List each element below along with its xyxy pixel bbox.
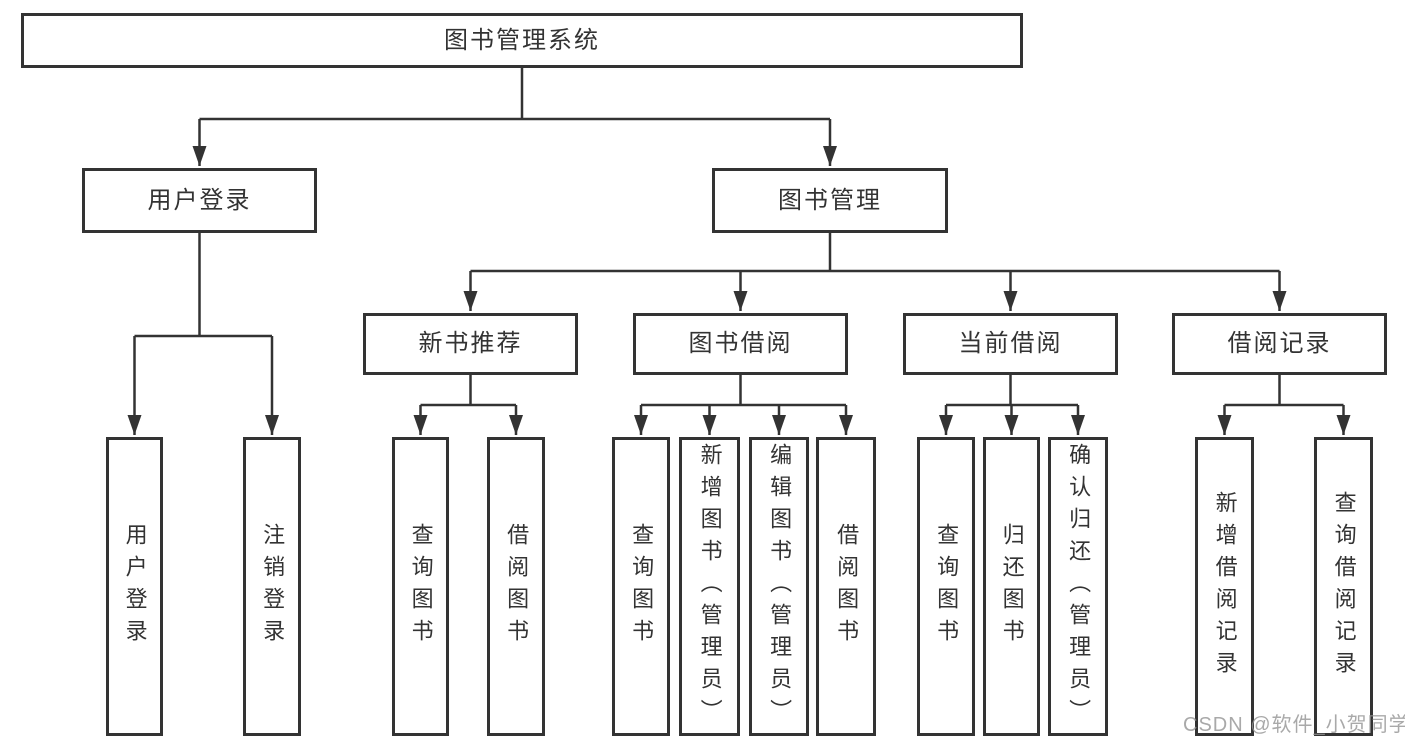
leaf-user-login-label: 用户登录 [122, 522, 148, 651]
leaf-query-books-current: 查询图书 [917, 437, 975, 736]
node-root-label: 图书管理系统 [444, 26, 600, 54]
node-new-book-recommendation: 新书推荐 [363, 313, 578, 375]
leaf-logout-label: 注销登录 [260, 522, 286, 651]
node-borrowing-records-label: 借阅记录 [1227, 330, 1332, 357]
node-book-borrowing-label: 图书借阅 [688, 330, 793, 357]
leaf-add-book-admin-label: 新增图书（管理员） [697, 442, 723, 731]
node-root: 图书管理系统 [21, 13, 1023, 68]
leaf-return-book: 归还图书 [983, 437, 1040, 736]
node-book-management-label: 图书管理 [778, 186, 882, 214]
leaf-query-books-borrowing-label: 查询图书 [629, 522, 655, 651]
leaf-edit-book-admin-label: 编辑图书（管理员） [767, 442, 793, 731]
leaf-logout: 注销登录 [243, 437, 301, 736]
node-user-login: 用户登录 [82, 168, 317, 233]
node-current-borrowing-label: 当前借阅 [958, 330, 1063, 357]
leaf-confirm-return-admin: 确认归还（管理员） [1048, 437, 1108, 736]
leaf-confirm-return-admin-label: 确认归还（管理员） [1066, 442, 1092, 731]
leaf-query-borrow-record-label: 查询借阅记录 [1331, 490, 1357, 683]
leaf-edit-book-admin: 编辑图书（管理员） [749, 437, 809, 736]
leaf-borrow-books-borrowing: 借阅图书 [816, 437, 876, 736]
node-user-login-label: 用户登录 [147, 186, 252, 214]
node-book-management: 图书管理 [712, 168, 948, 233]
watermark: CSDN @软件_小贺同学 [1183, 714, 1405, 736]
leaf-query-borrow-record: 查询借阅记录 [1314, 437, 1373, 736]
leaf-borrow-books-borrowing-label: 借阅图书 [834, 522, 860, 651]
leaf-add-borrow-record: 新增借阅记录 [1195, 437, 1254, 736]
leaf-add-book-admin: 新增图书（管理员） [679, 437, 740, 736]
leaf-borrow-books-recommend: 借阅图书 [487, 437, 545, 736]
node-new-book-recommendation-label: 新书推荐 [418, 330, 523, 357]
node-borrowing-records: 借阅记录 [1172, 313, 1387, 375]
node-book-borrowing: 图书借阅 [633, 313, 848, 375]
leaf-query-books-recommend-label: 查询图书 [408, 522, 434, 651]
leaf-query-books-current-label: 查询图书 [934, 522, 960, 651]
leaf-query-books-recommend: 查询图书 [392, 437, 449, 736]
leaf-user-login: 用户登录 [106, 437, 163, 736]
leaf-query-books-borrowing: 查询图书 [612, 437, 670, 736]
node-current-borrowing: 当前借阅 [903, 313, 1118, 375]
leaf-add-borrow-record-label: 新增借阅记录 [1212, 490, 1238, 683]
leaf-borrow-books-recommend-label: 借阅图书 [504, 522, 530, 651]
leaf-return-book-label: 归还图书 [999, 522, 1025, 651]
